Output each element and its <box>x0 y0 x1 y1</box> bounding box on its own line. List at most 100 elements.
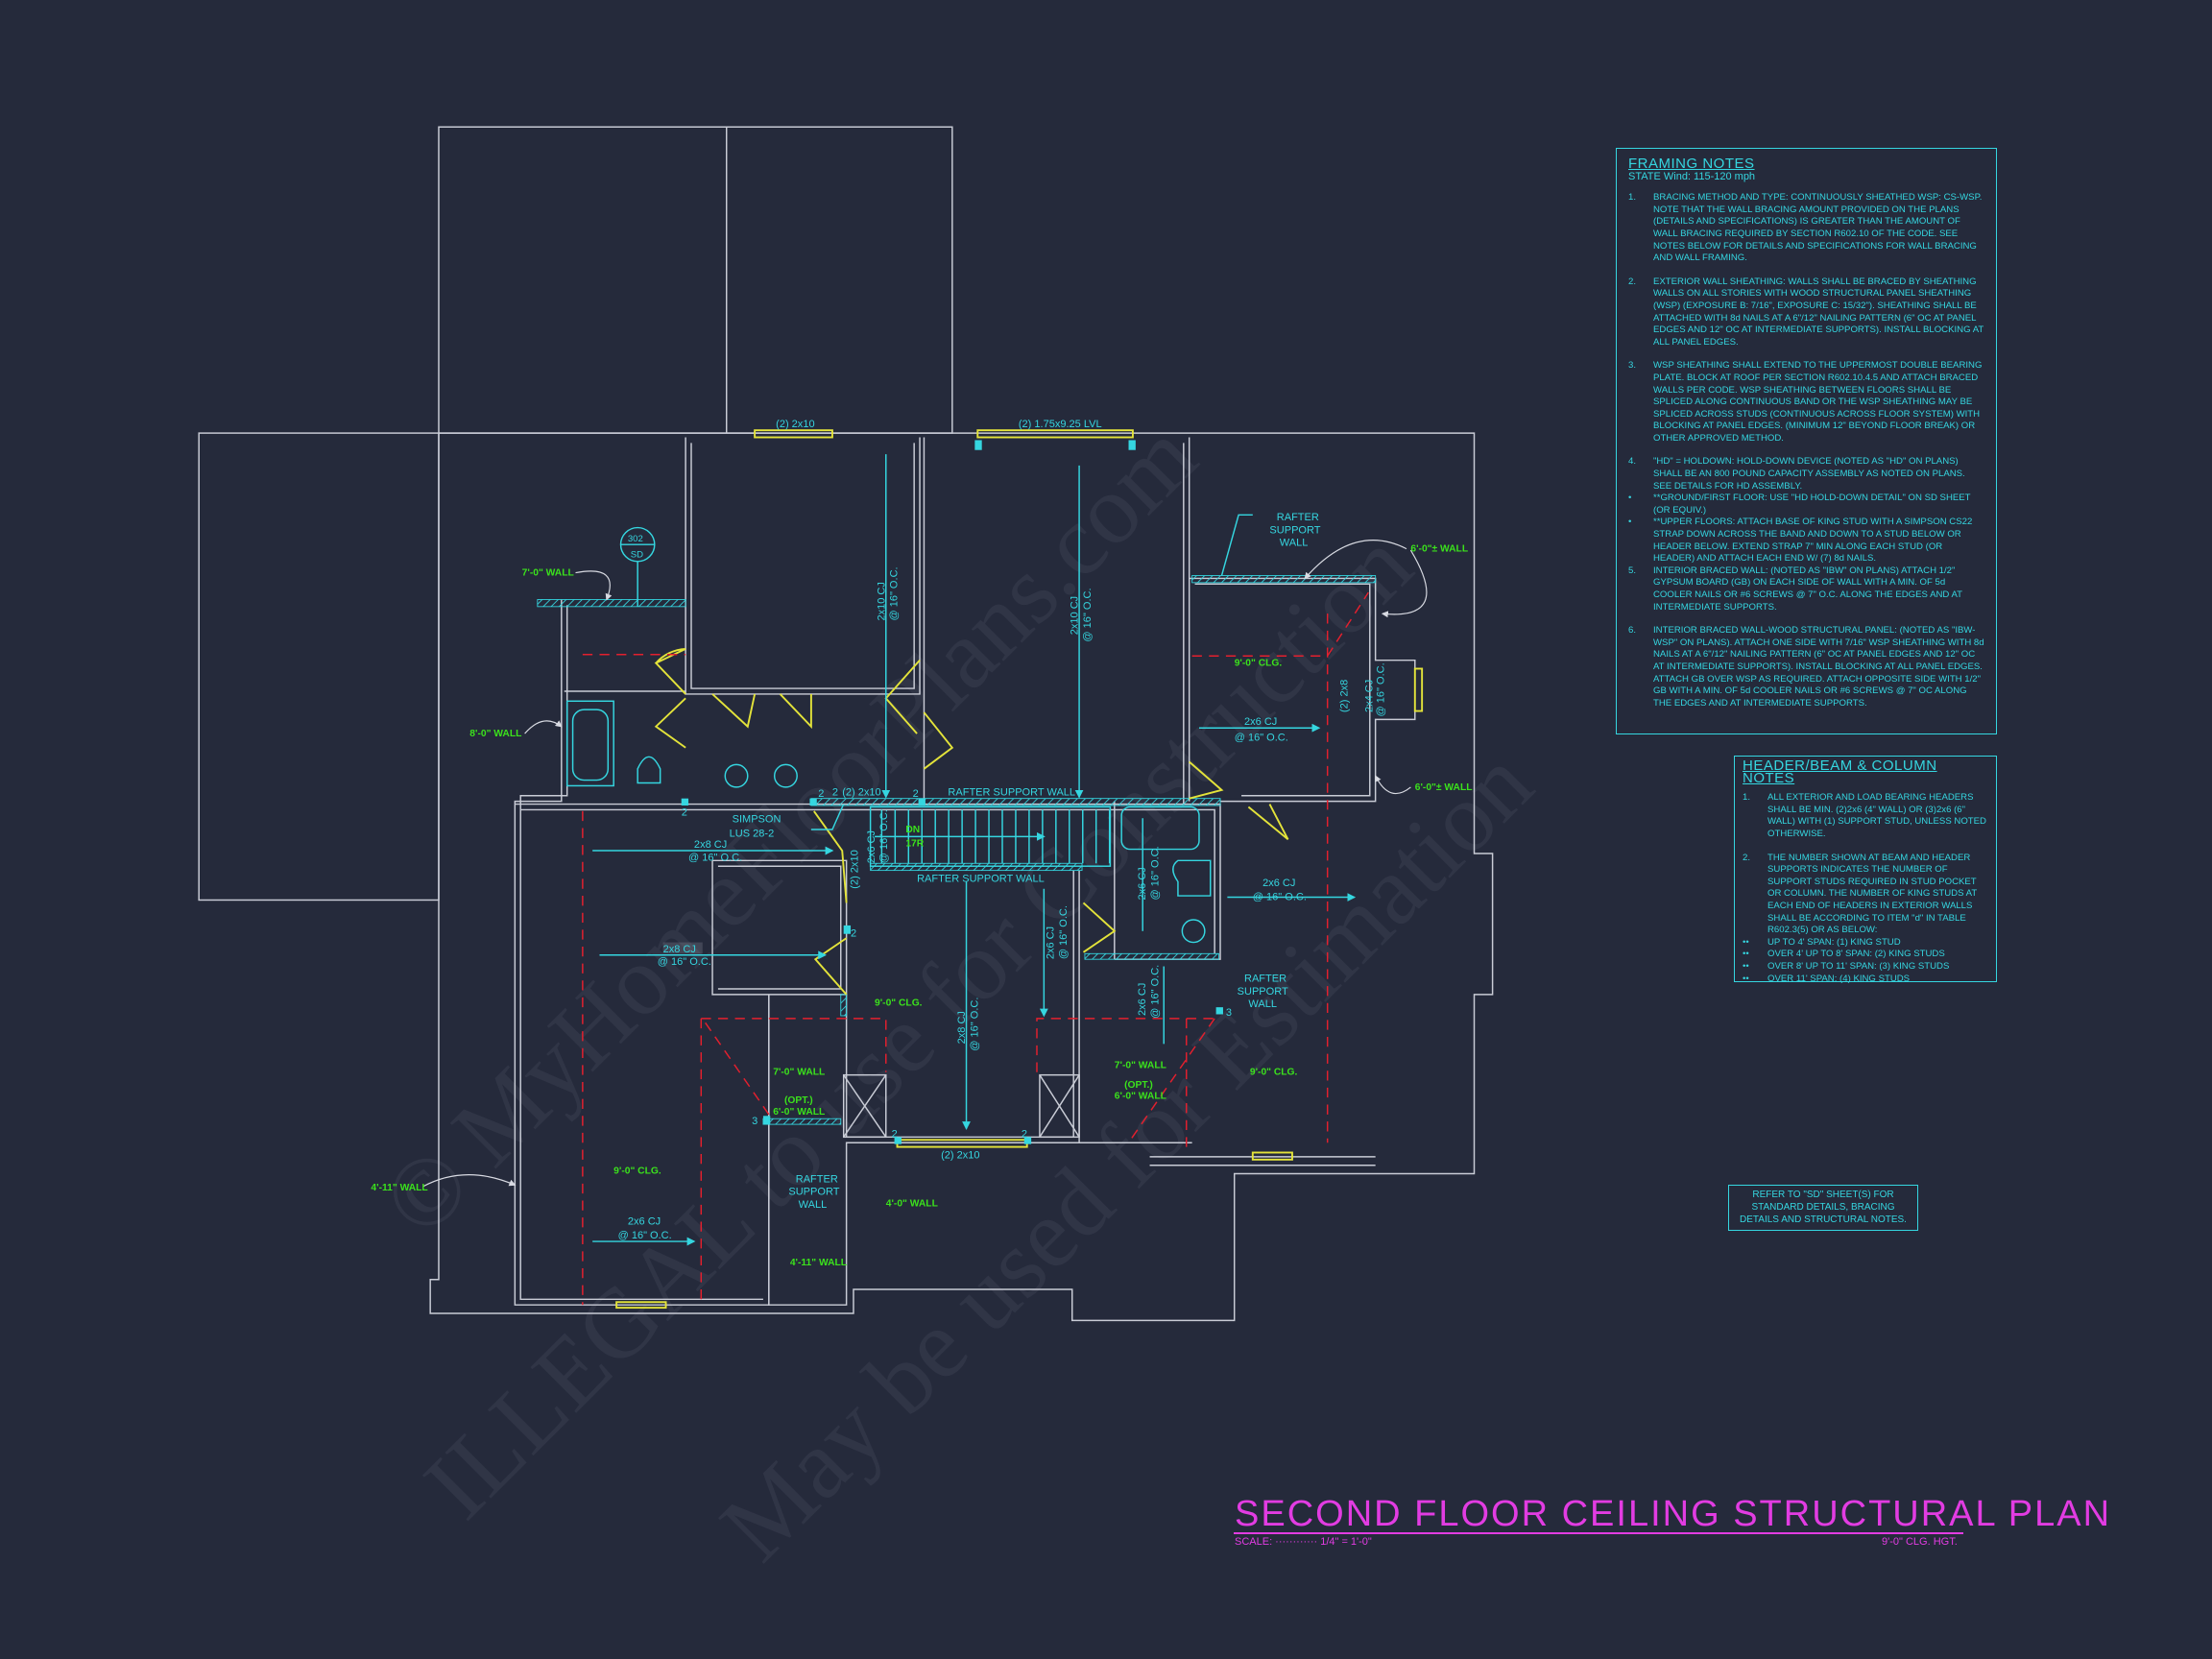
drawing-title: SECOND FLOOR CEILING STRUCTURAL PLAN <box>1235 1494 2112 1534</box>
svg-text:(2) 1.75x9.25 LVL: (2) 1.75x9.25 LVL <box>1019 419 1102 430</box>
svg-text:4'-0" WALL: 4'-0" WALL <box>886 1198 938 1209</box>
note-number: • <box>1628 517 1632 528</box>
note-text: "HD" = HOLDOWN: HOLD-DOWN DEVICE (NOTED … <box>1653 456 1965 492</box>
note-number: 5. <box>1628 565 1637 576</box>
svg-text:6'-0" WALL: 6'-0" WALL <box>1115 1092 1166 1102</box>
note-number: 4. <box>1628 456 1637 468</box>
svg-text:(2) 2x10: (2) 2x10 <box>941 1149 979 1161</box>
svg-text:(2) 2x10: (2) 2x10 <box>842 787 880 799</box>
note-text: WSP SHEATHING SHALL EXTEND TO THE UPPERM… <box>1653 360 1983 444</box>
framing-notes-panel: FRAMING NOTES STATE Wind: 115-120 mph 1.… <box>1616 148 1997 734</box>
note-number: 2. <box>1743 852 1751 863</box>
svg-text:3: 3 <box>1226 1007 1232 1019</box>
note-text: BRACING METHOD AND TYPE: CONTINUOUSLY SH… <box>1653 192 1983 264</box>
svg-text:@ 16" O.C.: @ 16" O.C. <box>1058 905 1070 959</box>
svg-text:2x8 CJ: 2x8 CJ <box>694 839 727 851</box>
ceiling-height: 9'-0" CLG. HGT. <box>1882 1536 1958 1548</box>
note-text: INTERIOR BRACED WALL-WOOD STRUCTURAL PAN… <box>1653 625 1984 709</box>
svg-text:2x6 CJ: 2x6 CJ <box>866 830 878 863</box>
svg-text:(2) 2x10: (2) 2x10 <box>776 419 814 430</box>
note-item: ••OVER 8' UP TO 11' SPAN: (3) KING STUDS <box>1743 961 1988 974</box>
note-text: INTERIOR BRACED WALL: (NOTED AS "IBW" ON… <box>1653 565 1962 613</box>
note-item: 2.THE NUMBER SHOWN AT BEAM AND HEADER SU… <box>1743 853 1988 937</box>
note-number: •• <box>1743 960 1749 972</box>
svg-text:2x4 CJ: 2x4 CJ <box>1364 680 1376 712</box>
wind-speed: STATE Wind: 115-120 mph <box>1628 170 1756 182</box>
svg-text:7'-0" WALL: 7'-0" WALL <box>1115 1060 1166 1070</box>
note-number: 6. <box>1628 625 1637 637</box>
section-callout-302-sd <box>619 526 656 607</box>
note-number: 1. <box>1743 792 1751 804</box>
svg-text:2: 2 <box>832 787 838 799</box>
svg-text:2x10 CJ: 2x10 CJ <box>1070 596 1081 635</box>
note-item: •**UPPER FLOORS: ATTACH BASE OF KING STU… <box>1628 517 1984 565</box>
svg-text:2x6 CJ: 2x6 CJ <box>1262 878 1295 889</box>
framing-notes-title: FRAMING NOTES <box>1628 156 1755 172</box>
svg-text:9'-0" CLG.: 9'-0" CLG. <box>613 1166 661 1177</box>
svg-text:SUPPORT: SUPPORT <box>788 1187 839 1198</box>
svg-text:9'-0" CLG.: 9'-0" CLG. <box>875 998 923 1009</box>
svg-text:(2) 2x10: (2) 2x10 <box>849 850 860 888</box>
svg-text:6'-0"± WALL: 6'-0"± WALL <box>1415 782 1473 793</box>
svg-text:2: 2 <box>1022 1128 1027 1140</box>
bath-fixtures <box>565 700 1212 1139</box>
svg-text:DN: DN <box>905 825 920 835</box>
leader-lines <box>422 514 1428 1188</box>
svg-text:6'-0"± WALL: 6'-0"± WALL <box>1410 544 1468 555</box>
header-notes-title: HEADER/BEAM & COLUMN NOTES <box>1743 757 1937 786</box>
svg-text:7'-0" WALL: 7'-0" WALL <box>522 568 574 579</box>
svg-text:RAFTER SUPPORT WALL: RAFTER SUPPORT WALL <box>948 787 1075 799</box>
svg-text:2: 2 <box>851 928 856 940</box>
note-text: OVER 11' SPAN: (4) KING STUDS <box>1767 973 1911 984</box>
rafter-support-walls <box>537 575 1377 1125</box>
svg-text:WALL: WALL <box>1248 998 1277 1010</box>
svg-text:302: 302 <box>628 534 643 544</box>
svg-text:@ 16" O.C.: @ 16" O.C. <box>1082 588 1094 641</box>
svg-text:RAFTER: RAFTER <box>796 1173 838 1185</box>
svg-text:2: 2 <box>818 788 824 800</box>
note-item: ••UP TO 4' SPAN: (1) KING STUD <box>1743 937 1988 950</box>
title-underline <box>1234 1532 1963 1534</box>
note-item: •**GROUND/FIRST FLOOR: USE "HD HOLD-DOWN… <box>1628 493 1984 517</box>
joist-span-arrows <box>592 454 1357 1246</box>
note-number: •• <box>1743 936 1749 948</box>
svg-text:6'-0" WALL: 6'-0" WALL <box>773 1107 825 1118</box>
svg-text:@ 16" O.C.: @ 16" O.C. <box>969 998 980 1051</box>
stud-markers <box>681 440 1223 1144</box>
note-number: 3. <box>1628 360 1637 372</box>
note-text: EXTERIOR WALL SHEATHING: WALLS SHALL BE … <box>1653 276 1984 348</box>
svg-text:@ 16" O.C.: @ 16" O.C. <box>1253 891 1307 902</box>
svg-text:2: 2 <box>892 1128 898 1140</box>
svg-text:2x6 CJ: 2x6 CJ <box>1137 983 1148 1016</box>
svg-text:(OPT.): (OPT.) <box>784 1095 813 1106</box>
note-item: •• OVER 11' SPAN: (4) KING STUDS <box>1743 974 1988 986</box>
note-item: 2. EXTERIOR WALL SHEATHING: WALLS SHALL B… <box>1628 276 1984 349</box>
svg-text:9'-0" CLG.: 9'-0" CLG. <box>1235 659 1283 669</box>
note-text: **GROUND/FIRST FLOOR: USE "HD HOLD-DOWN … <box>1653 493 1971 516</box>
note-item: 1.ALL EXTERIOR AND LOAD BEARING HEADERS … <box>1743 792 1988 840</box>
svg-text:@ 16" O.C.: @ 16" O.C. <box>1375 662 1386 716</box>
note-number: 2. <box>1628 276 1637 287</box>
svg-text:2: 2 <box>913 788 919 800</box>
note-item: 4. "HD" = HOLDOWN: HOLD-DOWN DEVICE (NOTE… <box>1628 456 1984 493</box>
header-beam-notes-panel: HEADER/BEAM & COLUMN NOTES 1.ALL EXTERIO… <box>1734 756 1997 984</box>
svg-text:SUPPORT: SUPPORT <box>1238 986 1288 998</box>
svg-text:@ 16" O.C.: @ 16" O.C. <box>618 1230 672 1241</box>
note-number: •• <box>1743 949 1749 960</box>
ceiling-break-lines <box>582 591 1369 1306</box>
svg-text:@ 16" O.C.: @ 16" O.C. <box>1149 846 1161 900</box>
svg-text:2x8 CJ: 2x8 CJ <box>663 944 696 955</box>
svg-text:(2) 2x8: (2) 2x8 <box>1338 680 1350 712</box>
svg-text:RAFTER: RAFTER <box>1277 512 1319 523</box>
svg-text:2x8 CJ: 2x8 CJ <box>956 1011 968 1044</box>
svg-text:2x6 CJ: 2x6 CJ <box>1046 926 1057 959</box>
note-number: 1. <box>1628 192 1637 204</box>
svg-text:@ 16" O.C.: @ 16" O.C. <box>1235 732 1288 743</box>
note-number: •• <box>1743 973 1749 984</box>
refer-sd-note: REFER TO "SD" SHEET(S) FOR STANDARD DETA… <box>1728 1185 1918 1231</box>
svg-text:2: 2 <box>682 806 687 818</box>
svg-text:3: 3 <box>752 1116 757 1127</box>
svg-text:@ 16" O.C.: @ 16" O.C. <box>688 852 742 863</box>
svg-text:WALL: WALL <box>1280 538 1309 549</box>
